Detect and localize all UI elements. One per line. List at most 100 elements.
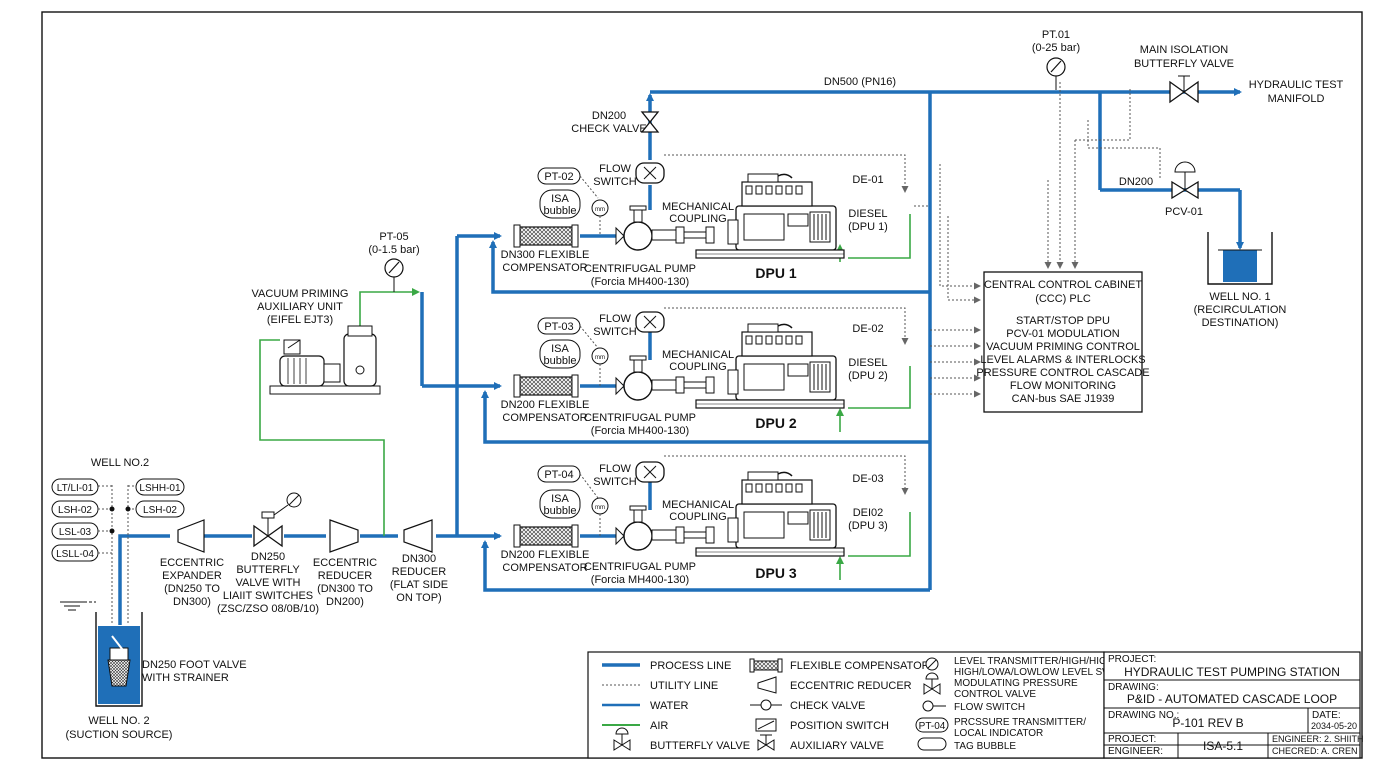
svg-text:DESTINATION): DESTINATION) <box>1202 317 1279 329</box>
eccentric-reducer: ECCENTRIC REDUCER (DN300 TO DN200) <box>313 519 377 608</box>
svg-text:TAG BUBBLE: TAG BUBBLE <box>954 741 1016 752</box>
eccentric-reducer-legend-icon <box>757 676 777 694</box>
hydraulic-test-manifold-label: HYDRAULIC TEST MANIFOLD <box>1249 79 1344 105</box>
flow-switch-legend-icon <box>922 700 946 712</box>
svg-text:PCV-01 MODULATION: PCV-01 MODULATION <box>1006 328 1120 340</box>
svg-text:DN250: DN250 <box>251 551 285 563</box>
compensator-1-label: DN300 FLEXIBLE COMPENSATOR <box>501 249 590 274</box>
isa-bubble-1: ISA bubble mm <box>539 189 609 236</box>
check-valve-legend-icon <box>750 699 782 711</box>
svg-text:FLOW: FLOW <box>599 313 631 325</box>
pcv-legend-icon <box>923 672 941 695</box>
isa-bubble-3: ISA bubble mm <box>539 489 609 536</box>
pump-unit-3: FLOW SWITCH PT-04 ISA bubble mm DN200 FL… <box>501 461 888 586</box>
title-block: PROJECT: HYDRAULIC TEST PUMPING STATION … <box>1103 651 1364 759</box>
svg-text:DATE:: DATE: <box>1312 710 1341 721</box>
vacuum-priming-unit: VACUUM PRIMING AUXILIARY UNIT (EIFEL EJT… <box>252 288 381 395</box>
svg-text:ISA: ISA <box>551 493 569 505</box>
flow-switch-1[interactable]: FLOW SWITCH <box>593 162 665 188</box>
tag-bubble-legend-icon <box>917 737 947 751</box>
level-tags-left[interactable]: LT/LI-01 LSH-02 LSL-03 LSLL-04 <box>51 478 115 562</box>
svg-text:LT/LI-01: LT/LI-01 <box>57 483 94 494</box>
svg-text:CENTRIFUGAL PUMP: CENTRIFUGAL PUMP <box>584 412 696 424</box>
pt-02-tag[interactable]: PT-02 <box>537 167 599 199</box>
svg-text:(DN300 TO: (DN300 TO <box>317 583 373 595</box>
svg-text:mm: mm <box>595 207 605 213</box>
drawing-title: P&ID - AUTOMATED CASCADE LOOP <box>1127 692 1337 706</box>
svg-text:PRCSSURE TRANSMITTER/: PRCSSURE TRANSMITTER/ <box>954 717 1086 728</box>
svg-text:VACUUM PRIMING CONTROL: VACUUM PRIMING CONTROL <box>986 341 1140 353</box>
utility-lines <box>98 82 1161 625</box>
svg-text:(DPU 2): (DPU 2) <box>848 370 888 382</box>
svg-text:DN300 FLEXIBLE: DN300 FLEXIBLE <box>501 249 590 261</box>
svg-text:PT-05: PT-05 <box>379 231 408 243</box>
svg-text:LEVEL TRANSMITTER/HIGH/HIGH-: LEVEL TRANSMITTER/HIGH/HIGH- <box>954 656 1117 667</box>
svg-text:DRAWING NO.:: DRAWING NO.: <box>1108 710 1179 721</box>
svg-text:mm: mm <box>595 355 605 361</box>
svg-text:BUTTERFLY: BUTTERFLY <box>236 564 300 576</box>
svg-text:COUPLING: COUPLING <box>669 361 726 373</box>
svg-text:LSL-03: LSL-03 <box>59 527 92 538</box>
svg-text:COMPENSATOR: COMPENSATOR <box>502 412 587 424</box>
dn250-butterfly-valve[interactable]: DN250 BUTTERFLY VALVE WITH LIAIIT SWITCH… <box>217 492 319 615</box>
svg-text:START/STOP DPU: START/STOP DPU <box>1016 315 1110 327</box>
svg-text:LSLL-04: LSLL-04 <box>56 549 94 560</box>
pcv-01-valve[interactable]: PCV-01 <box>1165 161 1203 218</box>
svg-text:LOCAL INDICATOR: LOCAL INDICATOR <box>954 728 1043 739</box>
svg-text:FLEXIBLE COMPENSATOR: FLEXIBLE COMPENSATOR <box>790 660 930 672</box>
svg-text:LSHH-01: LSHH-01 <box>139 483 181 494</box>
svg-text:PT-04: PT-04 <box>919 721 946 732</box>
main-valve-label-2: BUTTERFLY VALVE <box>1134 58 1234 70</box>
legend: PROCESS LINE UTILITY LINE WATER AIR BUTT… <box>587 651 1135 759</box>
svg-text:MANIFOLD: MANIFOLD <box>1268 93 1325 105</box>
svg-text:CHECK VALVE: CHECK VALVE <box>571 123 646 135</box>
well-1-tank: WELL NO. 1 (RECIRCULATION DESTINATION) <box>1194 232 1287 329</box>
pt-03-tag[interactable]: PT-03 <box>537 317 599 349</box>
svg-text:BUTTERFLY VALVE: BUTTERFLY VALVE <box>650 740 750 752</box>
svg-text:COMPENSATOR: COMPENSATOR <box>502 562 587 574</box>
drawing-date: 2034-05-20 <box>1311 721 1357 731</box>
svg-text:PROCESS LINE: PROCESS LINE <box>650 660 731 672</box>
svg-text:WELL NO. 1: WELL NO. 1 <box>1209 291 1270 303</box>
process-lines <box>118 88 1244 625</box>
level-tags-right[interactable]: LSHH-01 LSH-02 <box>125 478 185 518</box>
pt01-gauge[interactable]: PT.01 (0-25 bar) <box>1032 29 1080 90</box>
svg-text:EXPANDER: EXPANDER <box>162 570 222 582</box>
flow-switch-2[interactable]: FLOW SWITCH <box>593 311 665 338</box>
svg-text:mm: mm <box>595 505 605 511</box>
svg-text:LSH-02: LSH-02 <box>143 505 177 516</box>
svg-text:SWITCH: SWITCH <box>593 326 636 338</box>
svg-text:DRAWING:: DRAWING: <box>1108 682 1159 693</box>
svg-text:DIESEL: DIESEL <box>848 357 887 369</box>
svg-text:ISA: ISA <box>551 193 569 205</box>
svg-text:DN200): DN200) <box>326 596 364 608</box>
main-isolation-butterfly-valve[interactable]: MAIN ISOLATION BUTTERFLY VALVE <box>1134 44 1234 104</box>
svg-text:(Forcia MH400-130): (Forcia MH400-130) <box>591 574 689 586</box>
svg-text:SWITCH: SWITCH <box>593 476 636 488</box>
svg-text:ON TOP): ON TOP) <box>396 592 441 604</box>
standard-label: ISA-5.1 <box>1203 739 1243 753</box>
svg-text:(0-1.5 bar): (0-1.5 bar) <box>368 244 419 256</box>
pt-04-tag[interactable]: PT-04 <box>537 465 599 499</box>
svg-text:bubble: bubble <box>543 205 576 217</box>
svg-text:(RECIRCULATION: (RECIRCULATION <box>1194 304 1287 316</box>
pt05-gauge[interactable]: PT-05 (0-1.5 bar) <box>368 231 420 292</box>
svg-text:CENTRIFUGAL PUMP: CENTRIFUGAL PUMP <box>584 561 696 573</box>
dpu-2-label: DPU 2 <box>755 415 796 431</box>
svg-text:WITH STRAINER: WITH STRAINER <box>142 672 229 684</box>
compensator-2-label: DN200 FLEXIBLE COMPENSATOR <box>501 399 590 424</box>
pt-tag-legend-icon: PT-04 <box>915 717 949 733</box>
svg-text:PT-03: PT-03 <box>544 321 573 333</box>
svg-text:COUPLING: COUPLING <box>669 511 726 523</box>
butterfly-valve-legend-icon <box>613 727 631 751</box>
svg-text:WATER: WATER <box>650 700 689 712</box>
svg-text:DN200 FLEXIBLE: DN200 FLEXIBLE <box>501 549 590 561</box>
svg-text:LSH-02: LSH-02 <box>58 505 92 516</box>
dn200-check-valve[interactable]: DN200 CHECK VALVE <box>571 110 660 135</box>
svg-text:ECCENTRIC: ECCENTRIC <box>160 557 224 569</box>
svg-text:CHECK VALVE: CHECK VALVE <box>790 700 865 712</box>
svg-text:CAN-bus SAE J1939: CAN-bus SAE J1939 <box>1012 393 1115 405</box>
pt01-range: (0-25 bar) <box>1032 42 1080 54</box>
auxiliary-valve-legend-icon <box>757 734 775 751</box>
flow-switch-3[interactable]: FLOW SWITCH <box>593 461 665 488</box>
